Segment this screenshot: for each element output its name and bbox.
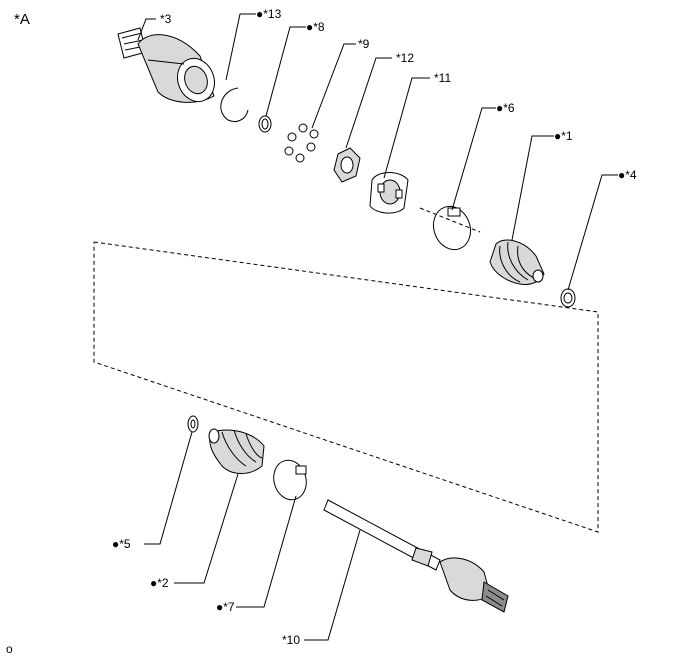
shaft-snap-ring-8 bbox=[258, 115, 272, 133]
callout-8: ●*8 bbox=[306, 20, 325, 34]
boot-2 bbox=[208, 428, 265, 474]
boot-clamp-6 bbox=[432, 205, 472, 251]
callout-13: ●*13 bbox=[256, 7, 282, 21]
callout-9: *9 bbox=[358, 37, 370, 51]
callout-12: *12 bbox=[396, 51, 415, 65]
snap-ring-13 bbox=[220, 87, 249, 123]
figure-code: o bbox=[6, 642, 13, 656]
view-label: *A bbox=[14, 11, 30, 28]
assembly-boundary-dashed bbox=[93, 241, 599, 533]
axis-centerline bbox=[419, 207, 481, 233]
callout-10: *10 bbox=[282, 633, 301, 647]
boot-clamp-7 bbox=[273, 459, 307, 501]
outboard-joint-housing bbox=[117, 27, 216, 103]
inner-race-12 bbox=[333, 147, 361, 183]
callout-4: ●*4 bbox=[618, 168, 637, 182]
callout-5: ●*5 bbox=[112, 537, 131, 551]
drive-shaft-10 bbox=[323, 499, 509, 613]
callout-7: ●*7 bbox=[216, 600, 235, 614]
callout-11: *11 bbox=[434, 71, 452, 85]
cage-11 bbox=[369, 172, 409, 214]
boot-1 bbox=[489, 239, 545, 285]
steel-balls-9 bbox=[284, 123, 319, 163]
leader-lines bbox=[137, 13, 618, 641]
callout-1: ●*1 bbox=[554, 129, 573, 143]
callout-2: ●*2 bbox=[150, 576, 169, 590]
callout-6: ●*6 bbox=[496, 101, 515, 115]
boot-clamp-5 bbox=[187, 415, 199, 433]
boot-clamp-4 bbox=[560, 288, 576, 308]
callout-3: *3 bbox=[160, 12, 172, 26]
